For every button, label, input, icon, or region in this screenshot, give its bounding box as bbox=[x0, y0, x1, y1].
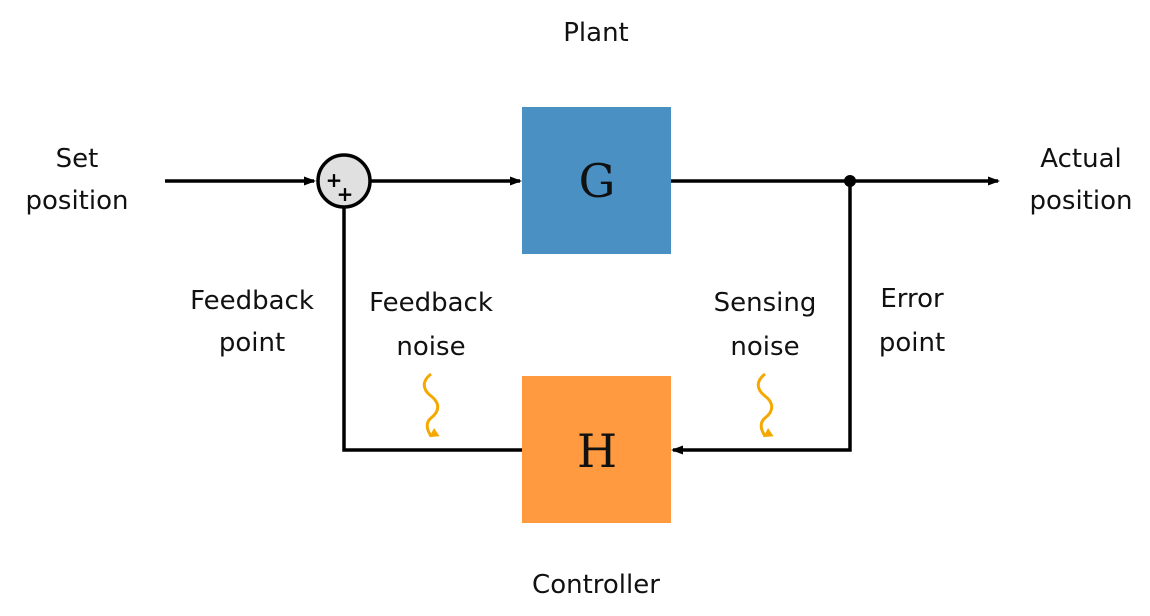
controller-label: Controller bbox=[532, 570, 660, 600]
junction-sign-top: + bbox=[326, 168, 343, 192]
feedback-noise-icon bbox=[422, 372, 440, 438]
feedback-path-to-controller bbox=[671, 181, 852, 455]
controller-block-letter: H bbox=[577, 424, 617, 478]
summing-junction-icon: + + bbox=[316, 153, 372, 209]
error-point-label-line2: point bbox=[879, 328, 945, 358]
sensing-noise-icon bbox=[756, 372, 774, 438]
actual-position-label-line2: position bbox=[1030, 186, 1133, 216]
set-position-label-line1: Set bbox=[56, 144, 99, 174]
feedback-noise-label-line2: noise bbox=[396, 332, 465, 362]
controller-to-junction-path bbox=[342, 208, 522, 452]
plant-block bbox=[522, 107, 671, 254]
feedback-noise-label-line1: Feedback bbox=[369, 288, 493, 318]
actual-position-label-line1: Actual bbox=[1040, 144, 1121, 174]
set-position-label-line2: position bbox=[26, 186, 129, 216]
sensing-noise-label-line2: noise bbox=[730, 332, 799, 362]
feedback-point-label-line2: point bbox=[219, 328, 285, 358]
sensing-noise-label-line1: Sensing bbox=[714, 288, 817, 318]
error-point-label-line1: Error bbox=[880, 284, 944, 314]
error-point-dot bbox=[844, 175, 856, 187]
plant-label: Plant bbox=[563, 18, 629, 48]
controller-block bbox=[522, 376, 671, 523]
plant-block-letter: G bbox=[579, 154, 616, 208]
junction-sign-bottom: + bbox=[337, 182, 354, 206]
feedback-point-label-line1: Feedback bbox=[190, 286, 314, 316]
